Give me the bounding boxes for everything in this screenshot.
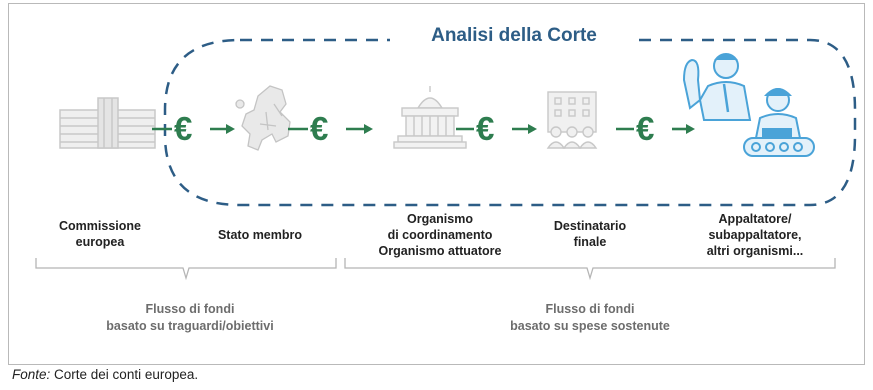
grouping-braces (35, 258, 836, 281)
court-analysis-scope-outline (163, 38, 857, 207)
flow-label-expenditure: Flusso di fondi basato su spese sostenut… (510, 302, 670, 333)
actor-label-final-recipient: Destinatario finale (553, 219, 627, 249)
diagram-title: Analisi della Corte (390, 25, 638, 47)
actor-label-commission: Commissione europea (59, 219, 141, 249)
flow-label-milestones: Flusso di fondi basato su traguardi/obie… (106, 302, 274, 333)
euro-symbol: € (476, 110, 495, 147)
office-building-people-icon (546, 91, 598, 149)
euro-symbol: € (310, 110, 329, 147)
actor-label-member-state: Stato membro (217, 228, 303, 242)
capitol-building-icon (393, 86, 467, 149)
source-note: Fonte: Corte dei conti europea. (12, 367, 199, 382)
europe-map-icon (235, 85, 291, 151)
euro-arrow-icon (152, 124, 695, 134)
contractor-workers-icon (682, 53, 815, 157)
euro-symbol: € (636, 110, 655, 147)
commission-building-icon (59, 97, 156, 149)
actor-label-contractor: Appaltatore/ subappaltatore, altri organ… (706, 212, 804, 258)
euro-symbol: € (174, 110, 193, 147)
actor-label-coordinating-body: Organismo di coordinamento Organismo att… (378, 212, 502, 258)
